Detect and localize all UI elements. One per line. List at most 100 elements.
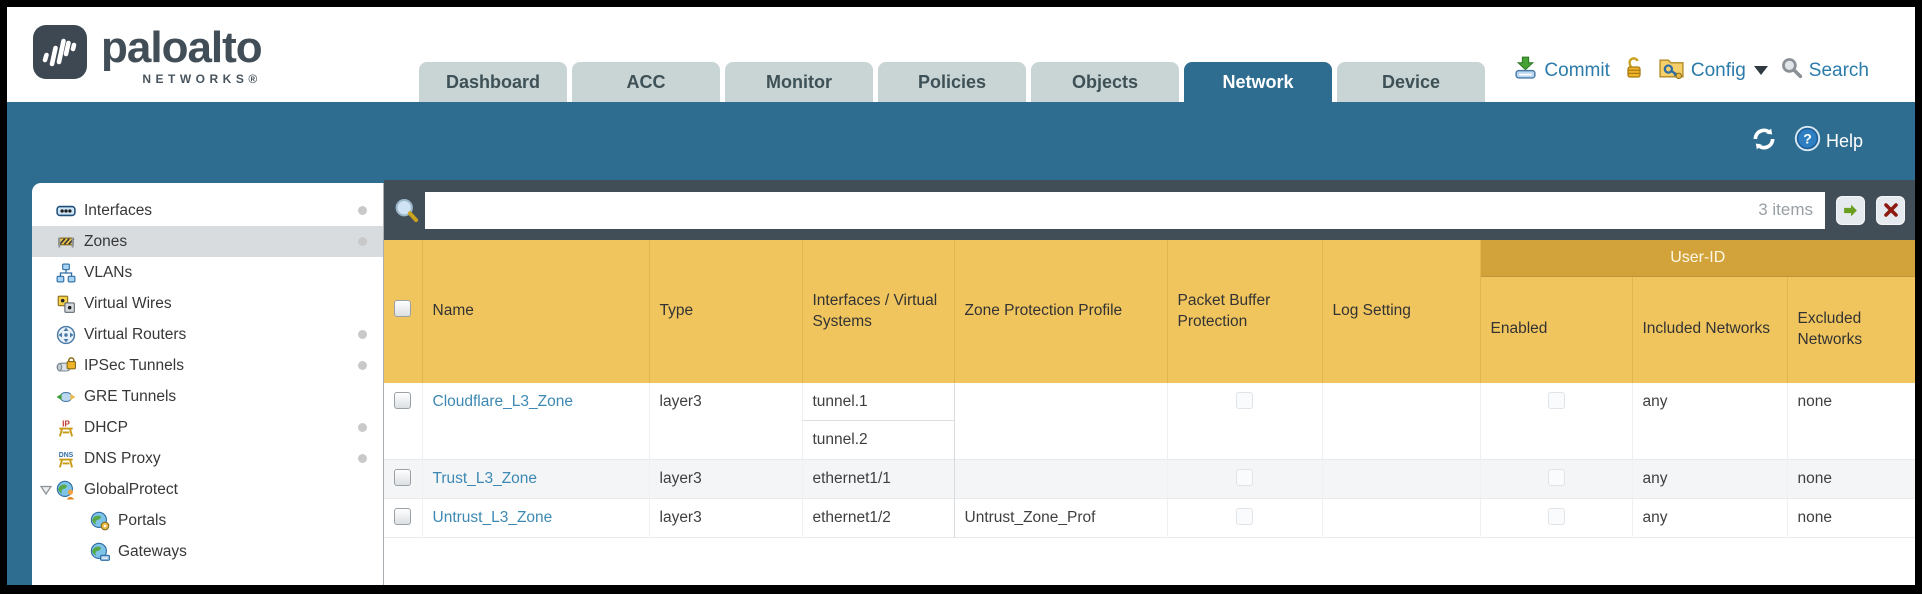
svg-text:IP: IP bbox=[62, 418, 70, 428]
sidebar-item-label: VLANs bbox=[84, 263, 133, 281]
globalprotect-icon bbox=[56, 480, 76, 500]
sidebar-item-label: DNS Proxy bbox=[84, 449, 161, 467]
row-select-checkbox[interactable] bbox=[394, 392, 412, 409]
table-row: Untrust_L3_Zone layer3 ethernet1/2 Untrust_… bbox=[384, 498, 1915, 538]
main-content: 3 items Name Type bbox=[384, 180, 1915, 585]
row-select-cell bbox=[384, 498, 423, 538]
zone-name-cell: Untrust_L3_Zone bbox=[422, 498, 650, 538]
zone-name-link[interactable]: Cloudflare_L3_Zone bbox=[432, 393, 573, 410]
column-group-user-id: User-ID bbox=[1480, 240, 1915, 277]
user-id-enabled-checkbox bbox=[1547, 508, 1565, 525]
ipsec-tunnels-icon bbox=[56, 356, 76, 376]
sidebar-item-gateways[interactable]: Gateways bbox=[32, 536, 383, 567]
expander-triangle-icon[interactable] bbox=[39, 483, 53, 497]
tab-device[interactable]: Device bbox=[1337, 62, 1485, 102]
dns-proxy-icon: DNS bbox=[56, 449, 76, 469]
lock-button[interactable] bbox=[1622, 56, 1646, 86]
tab-policies[interactable]: Policies bbox=[878, 62, 1026, 102]
column-header-packet-buffer-protection[interactable]: Packet Buffer Protection bbox=[1167, 240, 1323, 383]
included-networks-cell: any bbox=[1632, 498, 1788, 538]
column-header-enabled[interactable]: Enabled bbox=[1480, 276, 1633, 383]
commit-button[interactable]: Commit bbox=[1513, 55, 1610, 86]
search-label: Search bbox=[1808, 59, 1869, 81]
user-id-enabled-checkbox bbox=[1547, 469, 1565, 486]
column-header-type[interactable]: Type bbox=[649, 240, 803, 383]
zone-interfaces-cell: ethernet1/1 bbox=[802, 459, 955, 499]
sidebar-item-interfaces[interactable]: Interfaces bbox=[32, 195, 383, 226]
status-dot bbox=[358, 330, 367, 339]
column-header-name[interactable]: Name bbox=[422, 240, 650, 383]
virtual-routers-icon bbox=[56, 325, 76, 345]
sidebar-item-ipsec-tunnels[interactable]: IPSec Tunnels bbox=[32, 350, 383, 381]
tab-acc[interactable]: ACC bbox=[572, 62, 720, 102]
interface-value: ethernet1/1 bbox=[812, 470, 891, 487]
search-icon bbox=[1780, 56, 1803, 85]
row-select-cell bbox=[384, 459, 423, 499]
apply-filter-button[interactable] bbox=[1836, 195, 1865, 225]
row-select-checkbox[interactable] bbox=[394, 469, 412, 486]
unlock-icon bbox=[1622, 56, 1646, 86]
log-setting-cell bbox=[1322, 498, 1481, 538]
commit-label: Commit bbox=[1544, 59, 1610, 81]
column-header-excluded-networks[interactable]: Excluded Networks bbox=[1787, 276, 1915, 383]
zone-name-link[interactable]: Untrust_L3_Zone bbox=[432, 509, 553, 526]
zone-type-cell: layer3 bbox=[649, 459, 803, 499]
caret-down-icon bbox=[1753, 66, 1768, 75]
filter-input[interactable] bbox=[425, 191, 1825, 229]
column-header-zone-protection-profile[interactable]: Zone Protection Profile bbox=[954, 240, 1168, 383]
user-id-enabled-cell bbox=[1480, 498, 1633, 538]
row-select-checkbox[interactable] bbox=[394, 508, 412, 525]
filter-bar: 3 items bbox=[384, 180, 1915, 240]
help-button[interactable]: ? Help bbox=[1794, 125, 1863, 157]
excluded-networks-cell: none bbox=[1797, 509, 1832, 526]
gateways-icon bbox=[90, 542, 110, 562]
interface-value: ethernet1/2 bbox=[812, 509, 891, 526]
help-icon: ? bbox=[1794, 125, 1821, 157]
tab-monitor[interactable]: Monitor bbox=[725, 62, 873, 102]
gre-tunnels-icon bbox=[56, 387, 76, 407]
tab-dashboard[interactable]: Dashboard bbox=[419, 62, 567, 102]
sidebar-item-globalprotect[interactable]: GlobalProtect bbox=[32, 474, 383, 505]
paloalto-logo: paloalto NETWORKS® bbox=[32, 23, 263, 85]
zone-name-link[interactable]: Trust_L3_Zone bbox=[432, 470, 538, 487]
sidebar-item-vlans[interactable]: VLANs bbox=[32, 257, 383, 288]
column-header-log-setting[interactable]: Log Setting bbox=[1322, 240, 1481, 383]
sidebar-item-gre-tunnels[interactable]: GRE Tunnels bbox=[32, 381, 383, 412]
select-all-checkbox[interactable] bbox=[394, 299, 412, 317]
teal-band: ? Help bbox=[7, 102, 1915, 180]
commit-icon bbox=[1513, 55, 1538, 86]
sidebar-item-label: Virtual Routers bbox=[84, 325, 187, 343]
tab-objects[interactable]: Objects bbox=[1031, 62, 1179, 102]
user-id-enabled-checkbox bbox=[1547, 392, 1565, 409]
column-header-interfaces[interactable]: Interfaces / Virtual Systems bbox=[802, 240, 955, 383]
sidebar-item-label: Virtual Wires bbox=[84, 294, 172, 312]
tab-network[interactable]: Network bbox=[1184, 62, 1332, 102]
sidebar-item-dns-proxy[interactable]: DNS DNS Proxy bbox=[32, 443, 383, 474]
svg-text:?: ? bbox=[1803, 131, 1812, 147]
config-label: Config bbox=[1690, 59, 1746, 81]
config-dropdown-button[interactable]: Config bbox=[1658, 55, 1768, 86]
sidebar-item-virtual-routers[interactable]: Virtual Routers bbox=[32, 319, 383, 350]
sidebar-item-virtual-wires[interactable]: Virtual Wires bbox=[32, 288, 383, 319]
logo-word: paloalto bbox=[101, 23, 263, 72]
status-dot bbox=[358, 454, 367, 463]
sidebar-item-portals[interactable]: Portals bbox=[32, 505, 383, 536]
zone-type-cell: layer3 bbox=[649, 498, 803, 538]
paloalto-logo-icon bbox=[32, 24, 88, 80]
sidebar-item-zones[interactable]: Zones bbox=[32, 226, 383, 257]
column-header-included-networks[interactable]: Included Networks bbox=[1632, 276, 1788, 383]
items-count: 3 items bbox=[1758, 200, 1813, 219]
refresh-icon bbox=[1750, 126, 1778, 157]
status-dot bbox=[358, 237, 367, 246]
zone-protection-profile-cell bbox=[954, 459, 1168, 499]
search-button[interactable]: Search bbox=[1780, 56, 1869, 85]
clear-filter-button[interactable] bbox=[1876, 195, 1905, 225]
packet-buffer-protection-cell bbox=[1167, 459, 1323, 499]
zone-protection-profile-cell: Untrust_Zone_Prof bbox=[954, 498, 1168, 538]
refresh-button[interactable] bbox=[1750, 126, 1778, 157]
